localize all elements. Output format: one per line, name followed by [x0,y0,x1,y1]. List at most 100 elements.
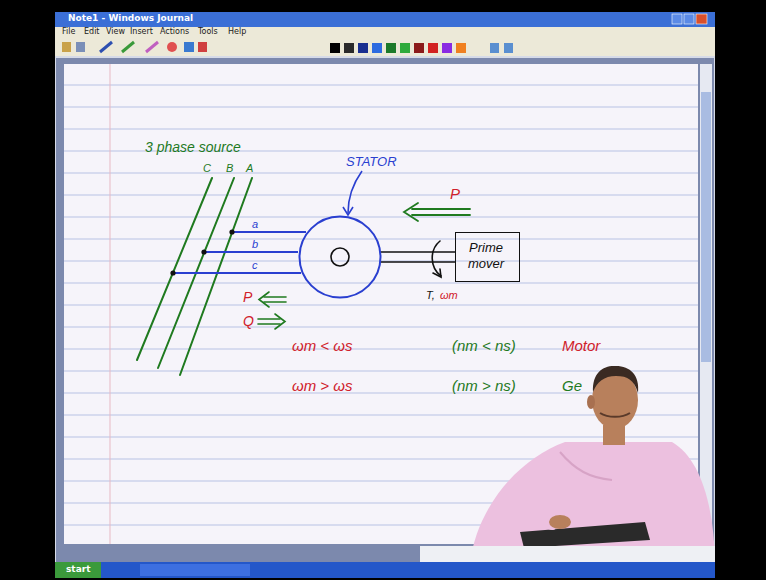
tablet [520,522,650,548]
reactive-power-symbol: Q [243,314,254,328]
minimize-button [672,14,682,24]
torque-arc [432,241,441,276]
terminal-name: b [252,239,258,250]
highlighter-icon [146,42,158,52]
select-icon [184,42,194,52]
wire [173,272,301,274]
color-swatch [386,43,396,53]
toolbar-icons [62,42,513,53]
taskbar-button [140,564,250,576]
junction-dot [229,229,234,234]
phase-line [137,178,212,360]
tool-icon [76,42,85,52]
terminal-name: c [252,260,258,271]
color-swatch [358,43,368,53]
torque-head [433,269,441,277]
eraser-icon [167,42,177,52]
junction-dot [170,270,175,275]
shaft-line [380,261,455,263]
shaft-line [380,251,455,253]
menu-item: Help [228,28,246,36]
pen-icon [122,42,134,52]
mode-label: Ge [562,378,582,393]
tool-icon [62,42,71,52]
terminal-name: a [252,219,258,230]
phase-name: B [226,163,233,174]
maximize-button [684,14,694,24]
stator-circle: STATOR [298,215,382,299]
arrow-shaft [258,318,280,320]
source-label: 3 phase source [145,140,241,154]
supply-wires [173,232,306,273]
leader-arrowhead [343,207,353,215]
shirt-fold [560,452,612,480]
junction-dots [170,229,234,275]
phase-line [180,178,252,375]
power-symbol: P [243,290,252,304]
page-surround [56,58,714,562]
stator-label: STATOR [346,155,397,168]
lecturer [420,366,715,562]
menu-item: Insert [130,28,153,36]
phase-name: C [203,163,211,174]
shirt [470,442,715,562]
menu-bar [55,27,715,38]
stator-ring [300,217,381,298]
prime-mover-box: Prime mover [455,232,520,282]
speed-condition: ωm < ωs [292,338,352,353]
pen-icon [100,42,112,52]
arrow-shaft [264,301,286,303]
menu-item: Actions [160,28,189,36]
color-swatch [344,43,354,53]
mode-label: Motor [562,338,600,353]
wire [232,231,306,233]
torque-symbol: T, [426,290,435,301]
window-title: Note1 - Windows Journal [68,14,193,23]
desk-edge [420,546,715,562]
flag-icon [198,42,207,52]
arrow-head [259,292,269,307]
arm [535,470,552,522]
arrow-shaft [412,208,470,210]
color-swatch [442,43,452,53]
title-bar [55,12,715,27]
color-swatch [372,43,382,53]
arrow-shaft [412,214,470,216]
shaft [380,252,455,262]
hair [593,366,638,393]
phase-name: A [246,163,253,174]
arrow-head [404,203,418,221]
scrollbar [700,64,712,544]
color-swatch [400,43,410,53]
zoom-icon [504,43,513,53]
color-swatch [414,43,424,53]
close-button [696,14,707,24]
menu-item: Tools [198,28,218,36]
hand [549,515,571,529]
wire [204,251,298,253]
menu-item: Edit [84,28,100,36]
ear [587,395,595,409]
speed-condition: (nm < ns) [452,338,516,353]
speed-condition: (nm > ns) [452,378,516,393]
start-label: start [66,565,90,574]
power-flow-arrow [404,203,470,221]
scroll-thumb [701,92,711,362]
rotor-circle [331,248,349,266]
margin-line [110,64,111,544]
toolbar [55,38,715,56]
menu-item: File [62,28,75,36]
arrow-shaft [258,323,280,325]
stator-outline [298,215,382,299]
zoom-icon [490,43,499,53]
active-power-arrow [259,292,286,307]
three-phase-lines [137,178,252,375]
arrow-head [275,314,285,329]
torque-arrow [432,241,441,277]
reactive-power-arrow [258,314,285,329]
menu-item: View [106,28,125,36]
